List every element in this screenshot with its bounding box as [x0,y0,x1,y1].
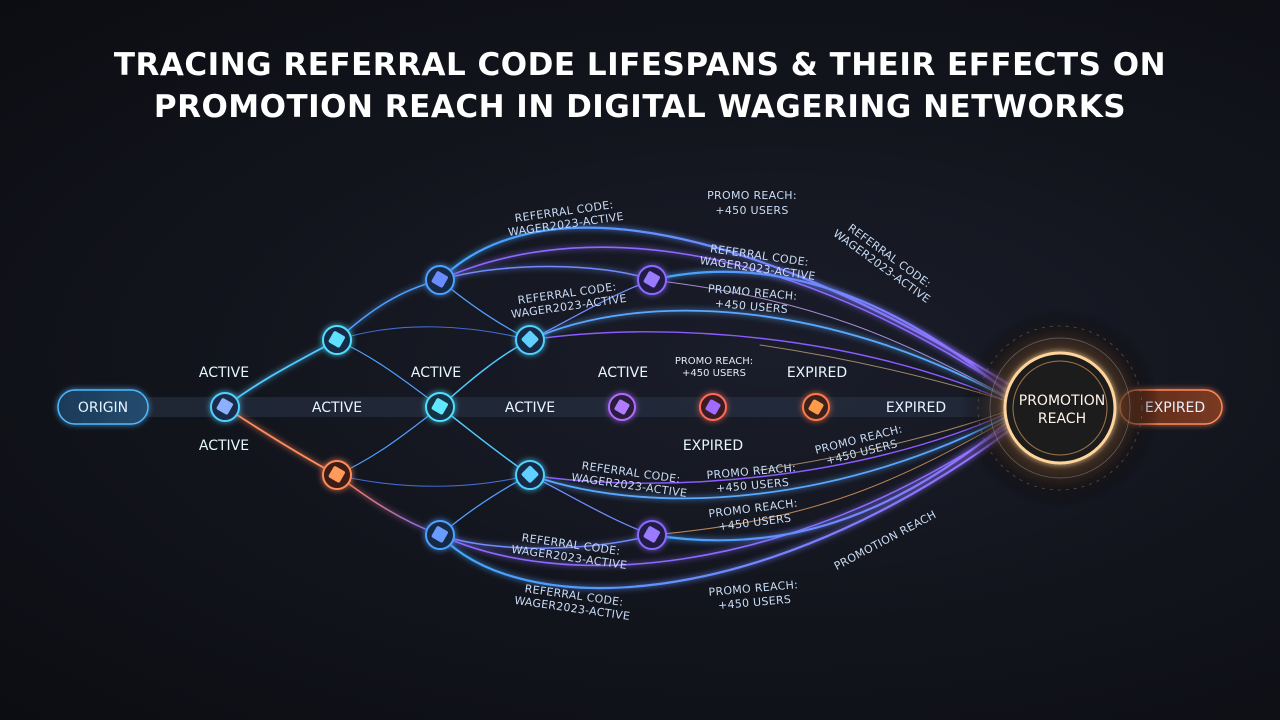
annotation-reach-top-line-1: PROMO REACH: [707,189,797,202]
annotation-reach-center-line-2: +450 USERS [682,368,746,379]
annotation-reach-mid-line-2: +450 USERS [714,297,788,316]
node-lower-3[interactable] [515,460,545,490]
annotation-reach-top-line-2: +450 USERS [715,204,788,217]
hub-label-line-1: PROMOTION [1019,393,1105,409]
state-expired-below: EXPIRED [683,438,743,454]
hub-label-line-2: REACH [1038,411,1086,427]
node-upper-1[interactable] [322,325,352,355]
state-active-bottom-left: ACTIVE [199,438,249,454]
main-timeline [140,397,1000,417]
promotion-reach-hub[interactable]: PROMOTION REACH [960,308,1160,508]
node-upper-4[interactable] [637,265,667,295]
diagram-title-line-1: TRACING REFERRAL CODE LIFESPANS & THEIR … [113,47,1167,83]
node-main-3[interactable] [699,393,727,421]
node-upper-3[interactable] [515,325,545,355]
annotation-reach-low-line-2: +450 USERS [715,476,789,495]
node-lower-2[interactable] [425,520,455,550]
state-active-top-right: ACTIVE [598,365,648,381]
diagram-title-line-2: PROMOTION REACH IN DIGITAL WAGERING NETW… [153,89,1127,125]
node-lower-4[interactable] [637,520,667,550]
origin-pill[interactable]: ORIGIN [57,389,149,425]
node-lower-1[interactable] [322,460,352,490]
state-expired-main: EXPIRED [886,400,946,416]
node-upper-2[interactable] [425,265,455,295]
annotation-reach-center-line-1: PROMO REACH: [675,356,753,367]
node-origin-branch[interactable] [210,392,240,422]
state-active-top-mid: ACTIVE [411,365,461,381]
origin-label: ORIGIN [78,400,128,416]
state-expired-top: EXPIRED [787,365,847,381]
state-active-main-2: ACTIVE [505,400,555,416]
annotation-reach-bottom-line-2: +450 USERS [717,593,791,612]
node-main-2[interactable] [608,393,636,421]
node-main-4-expired[interactable] [802,393,830,421]
state-active-main-1: ACTIVE [312,400,362,416]
state-active-top-left: ACTIVE [199,365,249,381]
node-main-1[interactable] [425,392,455,422]
